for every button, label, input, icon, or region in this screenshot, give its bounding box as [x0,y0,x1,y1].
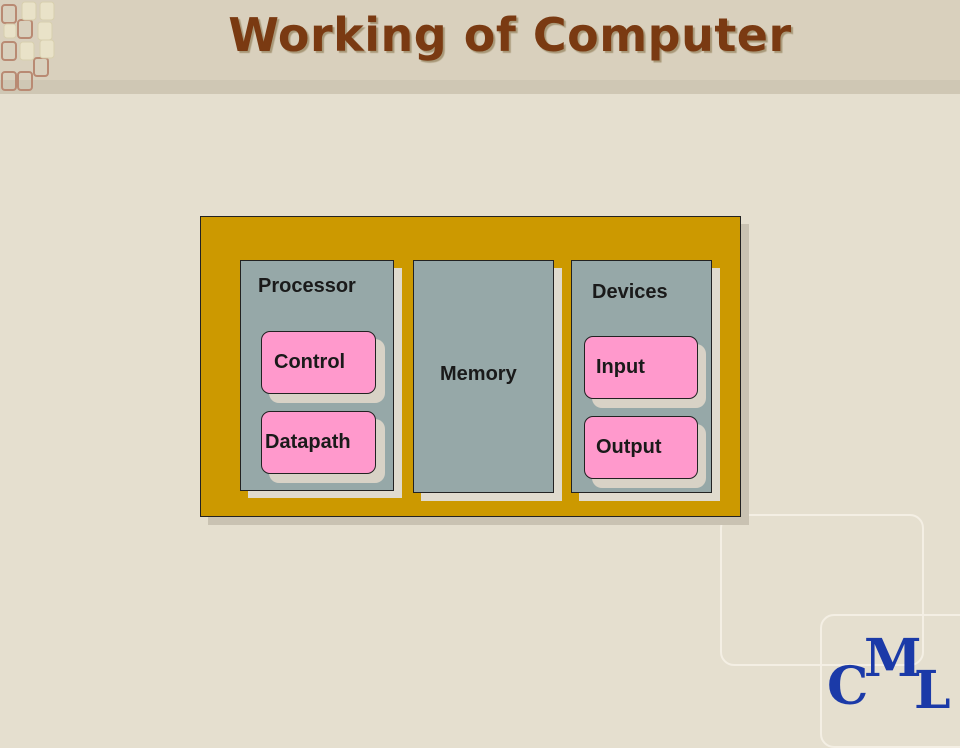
logo-letter-m: M [864,628,922,689]
datapath-label: Datapath [265,431,351,453]
logo-letter-l: L [914,660,951,721]
datapath-box: Datapath [261,411,376,474]
input-label: Input [596,356,645,378]
processor-label: Processor [258,275,356,297]
logo-letter-c: C [827,656,869,717]
header-divider [0,80,960,94]
output-label: Output [596,436,662,458]
header-band [0,0,960,80]
memory-label: Memory [440,363,517,385]
devices-label: Devices [592,281,668,303]
output-box: Output [584,416,698,479]
decor-outline-box [720,514,924,666]
slide-title: Working of Computer [228,8,792,62]
control-box: Control [261,331,376,394]
input-box: Input [584,336,698,399]
memory-panel [413,260,554,493]
control-label: Control [274,351,346,373]
corner-decoration-icon [1,1,55,91]
